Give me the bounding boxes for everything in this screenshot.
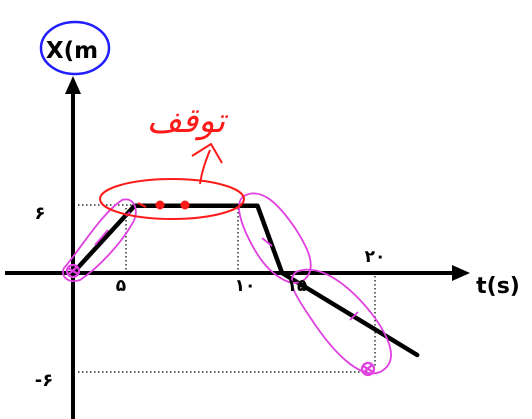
red-tick xyxy=(137,202,147,208)
y-axis-arrowhead xyxy=(65,76,81,94)
red-dot-1 xyxy=(155,200,165,210)
red-arrow xyxy=(191,142,223,185)
y-tick-label-6: ۶ xyxy=(35,203,46,224)
x-axis-label: t(s) xyxy=(476,274,520,299)
pink-loop-segment-3 xyxy=(238,192,312,284)
blue-circle-markup xyxy=(39,20,111,76)
pink-dot-origin-scribble xyxy=(67,266,79,275)
pink-stroke-seg3 xyxy=(261,237,273,247)
x-tick-label-5: ۵ xyxy=(116,276,126,296)
pink-loop-segment-1 xyxy=(62,198,137,282)
pink-dot-end-scribble xyxy=(362,364,374,373)
red-dot-2 xyxy=(180,200,190,210)
x-tick-label-10: ۱۰ xyxy=(235,276,256,296)
pink-dot-origin xyxy=(65,263,81,279)
x-axis-arrowhead xyxy=(452,265,470,281)
pink-stroke-seg1 xyxy=(94,229,109,246)
red-ellipse-stop xyxy=(99,178,245,220)
pink-loop-segment-4 xyxy=(290,268,392,375)
annotation-stop-text: توقف xyxy=(147,101,229,141)
pink-dots xyxy=(65,263,376,377)
pink-markup xyxy=(62,192,392,375)
dotted-guides xyxy=(78,204,376,373)
axes xyxy=(5,76,470,419)
x-tick-label-20: ۲۰ xyxy=(365,247,386,267)
y-tick-label-minus6: -۶ xyxy=(35,370,53,391)
pink-dot-end xyxy=(360,361,376,377)
x-tick-label-15: ۱۵ xyxy=(287,276,308,296)
y-axis-label: X(m xyxy=(46,38,98,64)
graph-line xyxy=(70,203,420,358)
pink-stroke-seg4 xyxy=(349,311,359,321)
red-markup xyxy=(99,142,245,220)
